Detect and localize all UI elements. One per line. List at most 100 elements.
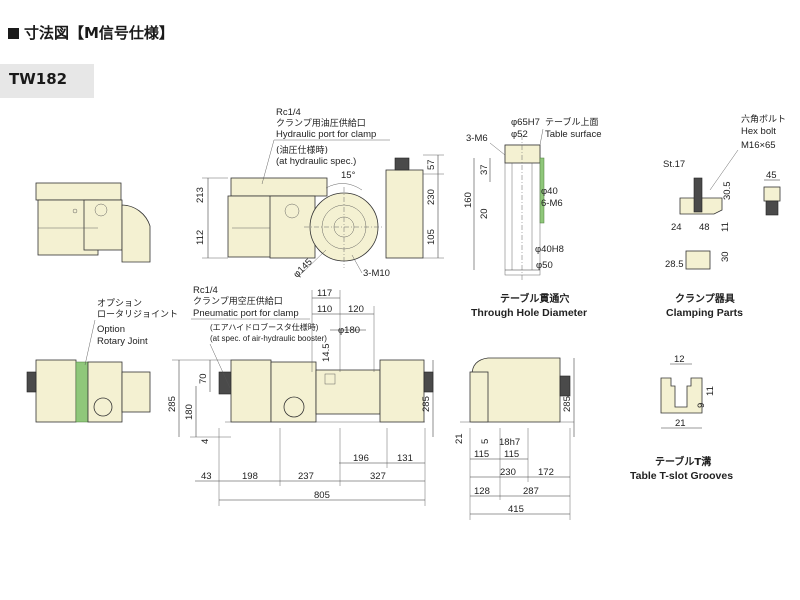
ts-12: 12: [674, 354, 685, 365]
dim-112: 112: [195, 230, 206, 245]
dim-327: 327: [370, 471, 386, 482]
dim-115a: 115: [474, 449, 489, 460]
pneumatic-en: Pneumatic port for clamp: [193, 308, 299, 319]
top-view: 213 112 57 230 105 15° φ145 3-M10 Rc1/4 …: [195, 107, 444, 280]
hydraulic-spec-en: (at hydraulic spec.): [276, 156, 356, 167]
t-slot-shape: [660, 377, 703, 414]
cp-48: 48: [699, 222, 710, 233]
dim-115b: 115: [504, 449, 519, 460]
cp-caption-jp: クランプ器具: [675, 292, 735, 305]
left-bolt-small: [72, 208, 78, 214]
dim-43: 43: [201, 471, 212, 482]
front-motor: [230, 359, 272, 423]
left-partial-front-view: オプション ロータリジョイント Option Rotary Joint: [26, 298, 178, 423]
clamp-nut: [763, 186, 781, 202]
side-view-knob: [559, 375, 571, 397]
clamping-parts-view: 六角ボルト Hex bolt M16×65 St.17 45 30.5 24 4…: [663, 113, 786, 319]
hydraulic-rc: Rc1/4: [276, 107, 301, 118]
ts-caption-en: Table T-slot Grooves: [630, 470, 733, 482]
rotary-joint-green: [75, 361, 89, 423]
dim-237: 237: [298, 471, 314, 482]
cp-24: 24: [671, 222, 682, 233]
clamp-nut-base: [765, 200, 779, 216]
dim-285-right: 285: [421, 396, 432, 412]
ts-9: 9: [696, 403, 707, 408]
ts-11: 11: [705, 386, 716, 396]
top-view-tailstock-knob: [394, 157, 410, 171]
dim-287: 287: [523, 486, 539, 497]
th-caption-en: Through Hole Diameter: [471, 307, 587, 319]
pneumatic-spec-jp: (エアハイドロブースタ仕様時): [210, 322, 319, 332]
th-37: 37: [479, 164, 490, 175]
th-surface-en: Table surface: [545, 129, 602, 140]
dim-5: 5: [480, 439, 491, 444]
front-gear: [283, 396, 305, 418]
dim-230: 230: [426, 189, 437, 205]
front-view: 117 110 120 φ180 14.5 285 180 70 4 285 1…: [167, 285, 434, 506]
cp-11: 11: [720, 222, 731, 232]
dim-196: 196: [353, 453, 369, 464]
cp-st17: St.17: [663, 159, 685, 170]
front-tailstock-knob: [423, 371, 434, 393]
th-surface-jp: テーブル上面: [545, 116, 598, 128]
dim-18h7: 18h7: [499, 437, 520, 448]
dim-phi180: φ180: [338, 325, 360, 336]
top-view-tailstock: [385, 169, 424, 259]
dim-198: 198: [242, 471, 258, 482]
option-jp2: ロータリジョイント: [97, 309, 178, 320]
th-caption-jp: テーブル貫通穴: [500, 292, 569, 305]
through-hole-outline: [504, 144, 541, 276]
dim-180-front: 180: [184, 404, 195, 420]
clamp-block: [685, 250, 711, 270]
left-front-table: [121, 371, 151, 413]
th-phi40h8: φ40H8: [535, 244, 564, 255]
square-bullet-icon: [8, 28, 19, 39]
model-bar: [0, 64, 94, 98]
option-en1: Option: [97, 324, 125, 335]
through-hole-view: φ65H7 φ52 テーブル上面 Table surface 3-M6 37 1…: [463, 116, 602, 319]
cp-bolt-en: Hex bolt: [741, 126, 776, 137]
ts-caption-jp: テーブルT溝: [655, 455, 711, 468]
hydraulic-spec-jp: (油圧仕様時): [276, 144, 328, 156]
dim-phi145: φ145: [291, 257, 314, 280]
left-front-connector: [26, 371, 37, 393]
cp-45: 45: [766, 170, 777, 181]
side-view-table: [469, 371, 489, 423]
through-hole-top: [504, 144, 541, 164]
through-hole-marker: [539, 157, 545, 224]
dim-415: 415: [508, 504, 524, 515]
dim-131: 131: [397, 453, 413, 464]
th-20: 20: [479, 208, 490, 219]
cp-30-5: 30.5: [722, 182, 733, 201]
side-view: 285 21 5 18h7 115 115 230 172 128 287 41…: [454, 357, 575, 520]
left-bolt-circle: [94, 203, 108, 217]
left-partial-top-view: [35, 182, 151, 263]
left-gear-housing: [83, 199, 123, 251]
th-phi50: φ50: [536, 260, 553, 271]
top-view-bolt-circle: [284, 203, 300, 219]
left-motor-cover: [35, 182, 122, 201]
dim-120: 120: [348, 304, 364, 315]
front-tailstock: [379, 359, 425, 423]
top-view-cover: [230, 177, 328, 197]
option-en2: Rotary Joint: [97, 336, 148, 347]
cp-bolt-size: M16×65: [741, 140, 776, 151]
hydraulic-en: Hydraulic port for clamp: [276, 129, 376, 140]
option-jp1: オプション: [97, 298, 142, 309]
left-front-motor: [35, 359, 77, 423]
dim-57: 57: [426, 159, 437, 170]
dim-70: 70: [198, 373, 209, 384]
th-phi52: φ52: [511, 129, 528, 140]
th-phi40: φ40: [541, 186, 558, 197]
th-6m6: 6-M6: [541, 198, 563, 209]
th-160: 160: [463, 192, 474, 208]
side-view-body: [471, 357, 561, 423]
t-slot-view: 12 9 11 21 テーブルT溝 Table T-slot Grooves: [630, 354, 733, 482]
front-connector: [218, 371, 232, 395]
dim-110: 110: [317, 304, 332, 315]
pneumatic-jp: クランプ用空圧供給口: [193, 295, 283, 307]
dim-230-side: 230: [500, 467, 516, 478]
dim-805: 805: [314, 490, 330, 501]
title-text: 寸法図【M信号仕様】: [24, 24, 174, 42]
